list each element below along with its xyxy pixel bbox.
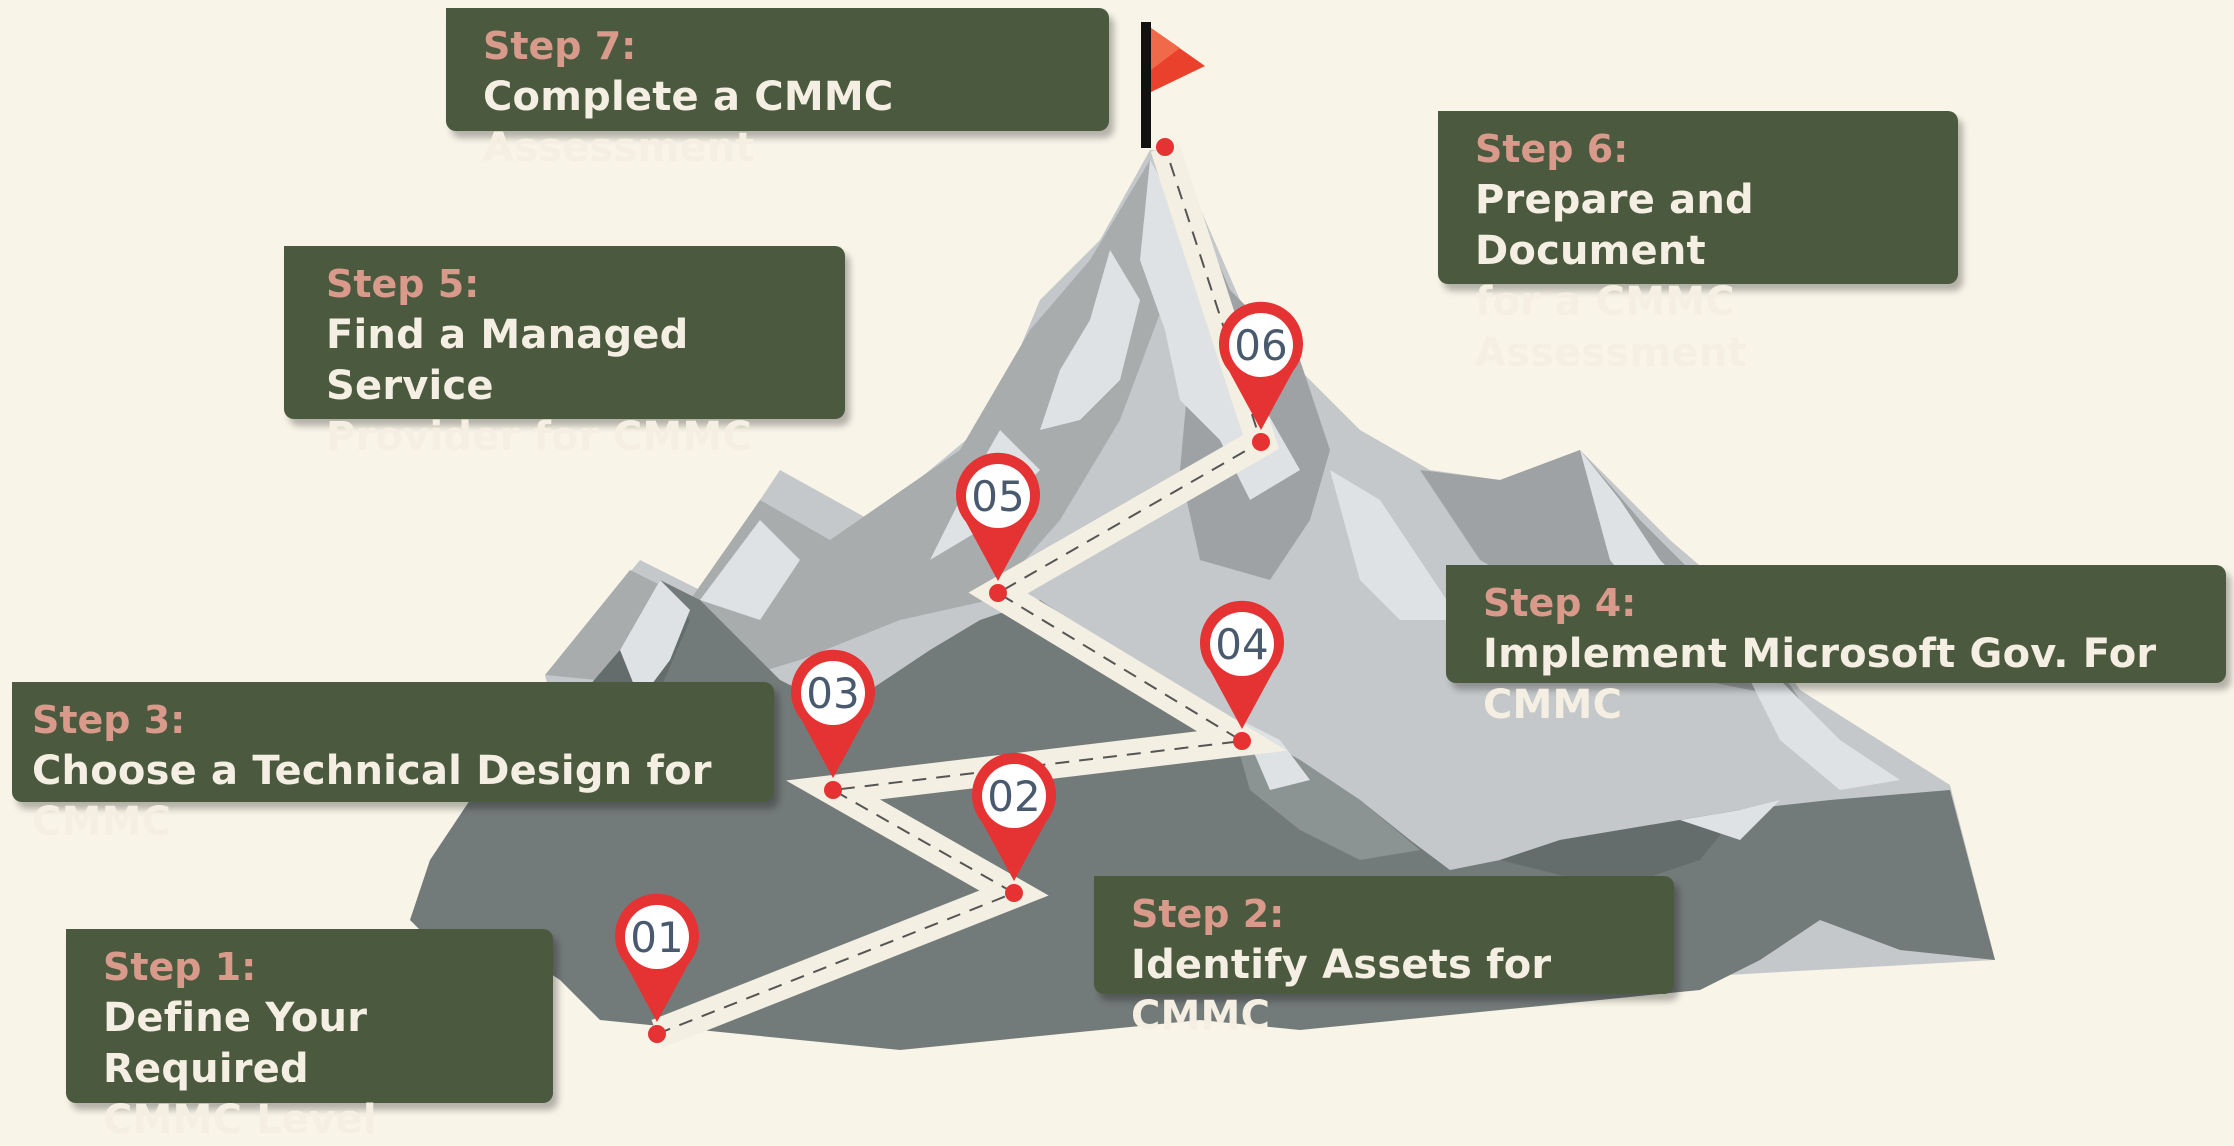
marker-number: 06 [1234, 321, 1287, 370]
trail-dot [1252, 433, 1270, 451]
map-pin-icon: 04 [1200, 600, 1284, 729]
step-7-label: Step 7: [483, 24, 637, 68]
step-1-box: Step 1: Define Your Required CMMC Level [66, 929, 553, 1143]
step-5-label: Step 5: [326, 262, 480, 306]
trail-dot [1005, 884, 1023, 902]
step-5-title-line-2: Provider for CMMC [326, 414, 752, 460]
step-1-label: Step 1: [103, 945, 257, 989]
step-7-title: Complete a CMMC Assessment [483, 74, 894, 171]
step-6-title-line-2: for a CMMC Assessment [1475, 279, 1747, 376]
flag-icon [1141, 22, 1205, 148]
step-6-box: Step 6: Prepare and Document for a CMMC … [1438, 111, 1958, 376]
step-4-title: Implement Microsoft Gov. For CMMC [1483, 631, 2157, 728]
step-5-box: Step 5: Find a Managed Service Provider … [284, 246, 845, 460]
step-3-label: Step 3: [32, 698, 186, 742]
step-2-box: Step 2: Identify Assets for CMMC [1094, 876, 1674, 1039]
step-1-title-line-1: Define Your Required [103, 995, 368, 1092]
step-6-title-line-1: Prepare and Document [1475, 177, 1754, 274]
map-pin-icon: 06 [1219, 301, 1303, 430]
trail-dot [648, 1025, 666, 1043]
marker-number: 01 [630, 913, 683, 962]
marker-number: 05 [971, 472, 1024, 521]
trail-dot [1156, 138, 1174, 156]
marker-number: 02 [987, 772, 1040, 821]
step-2-label: Step 2: [1131, 892, 1285, 936]
step-2-title: Identify Assets for CMMC [1131, 942, 1552, 1039]
map-pin-icon: 03 [790, 649, 875, 778]
step-3-title: Choose a Technical Design for CMMC [32, 748, 712, 845]
step-3-box: Step 3: Choose a Technical Design for CM… [12, 682, 774, 845]
step-markers: 01 02 03 04 05 06 [614, 138, 1303, 1043]
step-7-box: Step 7: Complete a CMMC Assessment [446, 8, 1109, 171]
trail-dot [824, 781, 842, 799]
step-4-label: Step 4: [1483, 581, 1637, 625]
trail-dot [1233, 732, 1251, 750]
step-4-box: Step 4: Implement Microsoft Gov. For CMM… [1446, 565, 2226, 728]
trail-dot [989, 584, 1007, 602]
marker-number: 03 [806, 669, 859, 718]
map-pin-icon: 05 [956, 452, 1040, 581]
marker-number: 04 [1215, 620, 1268, 669]
step-6-label: Step 6: [1475, 127, 1629, 171]
map-pin-icon: 02 [972, 752, 1056, 881]
step-5-title-line-1: Find a Managed Service [326, 312, 689, 409]
map-pin-icon: 01 [614, 893, 700, 1022]
